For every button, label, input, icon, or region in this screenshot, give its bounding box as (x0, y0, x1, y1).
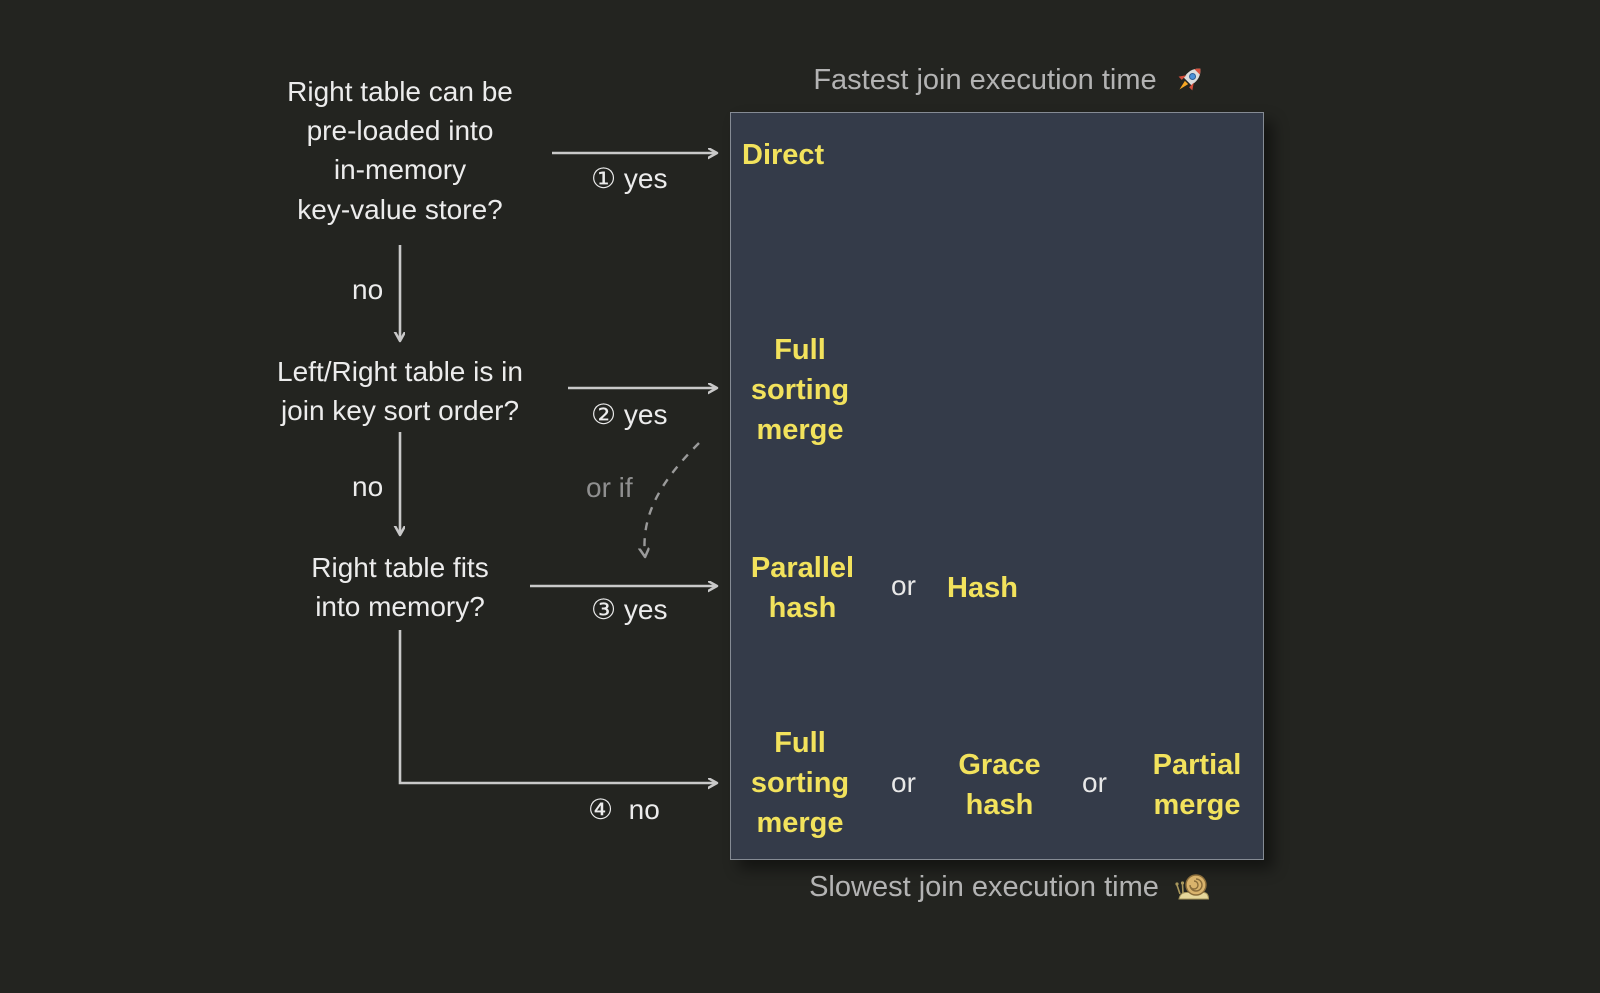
algo-direct: Direct (742, 139, 825, 171)
rocket-icon (1171, 62, 1207, 98)
algo-parallel-hash: Parallel hash (750, 552, 855, 625)
or-label-1: or (891, 570, 916, 601)
edge-label-2-yes: ② yes (591, 399, 668, 430)
algo-full-sorting-merge-bottom: Full sorting merge (750, 727, 850, 840)
algo-full-sorting-merge-top: Full sorting merge (750, 334, 850, 447)
slowest-title-label: Slowest join execution time (809, 870, 1159, 903)
edge-label-no-2: no (352, 471, 384, 502)
join-speed-panel (730, 112, 1264, 860)
fastest-title-label: Fastest join execution time (813, 63, 1157, 96)
slowest-title: Slowest join execution time (730, 870, 1290, 904)
fastest-title: Fastest join execution time (730, 62, 1290, 98)
edge-label-1-yes: ① yes (591, 163, 668, 194)
decision-q3: Right table fits into memory? (311, 552, 489, 623)
algo-hash: Hash (947, 572, 1018, 604)
decision-q2: Left/Right table is in join key sort ord… (277, 356, 523, 427)
edge-label-or-if: or if (586, 472, 633, 503)
edge-label-3-yes: ③ yes (591, 594, 668, 625)
snail-icon (1173, 870, 1211, 904)
edge-label-no-1: no (352, 274, 384, 305)
algo-grace-hash: Grace hash (958, 749, 1041, 822)
algo-partial-merge: Partial merge (1152, 749, 1242, 822)
or-label-2: or (891, 767, 916, 798)
or-label-3: or (1082, 767, 1107, 798)
edge-label-4-no: ④ no (588, 794, 660, 825)
decision-q1: Right table can be pre-loaded into in-me… (287, 76, 513, 225)
